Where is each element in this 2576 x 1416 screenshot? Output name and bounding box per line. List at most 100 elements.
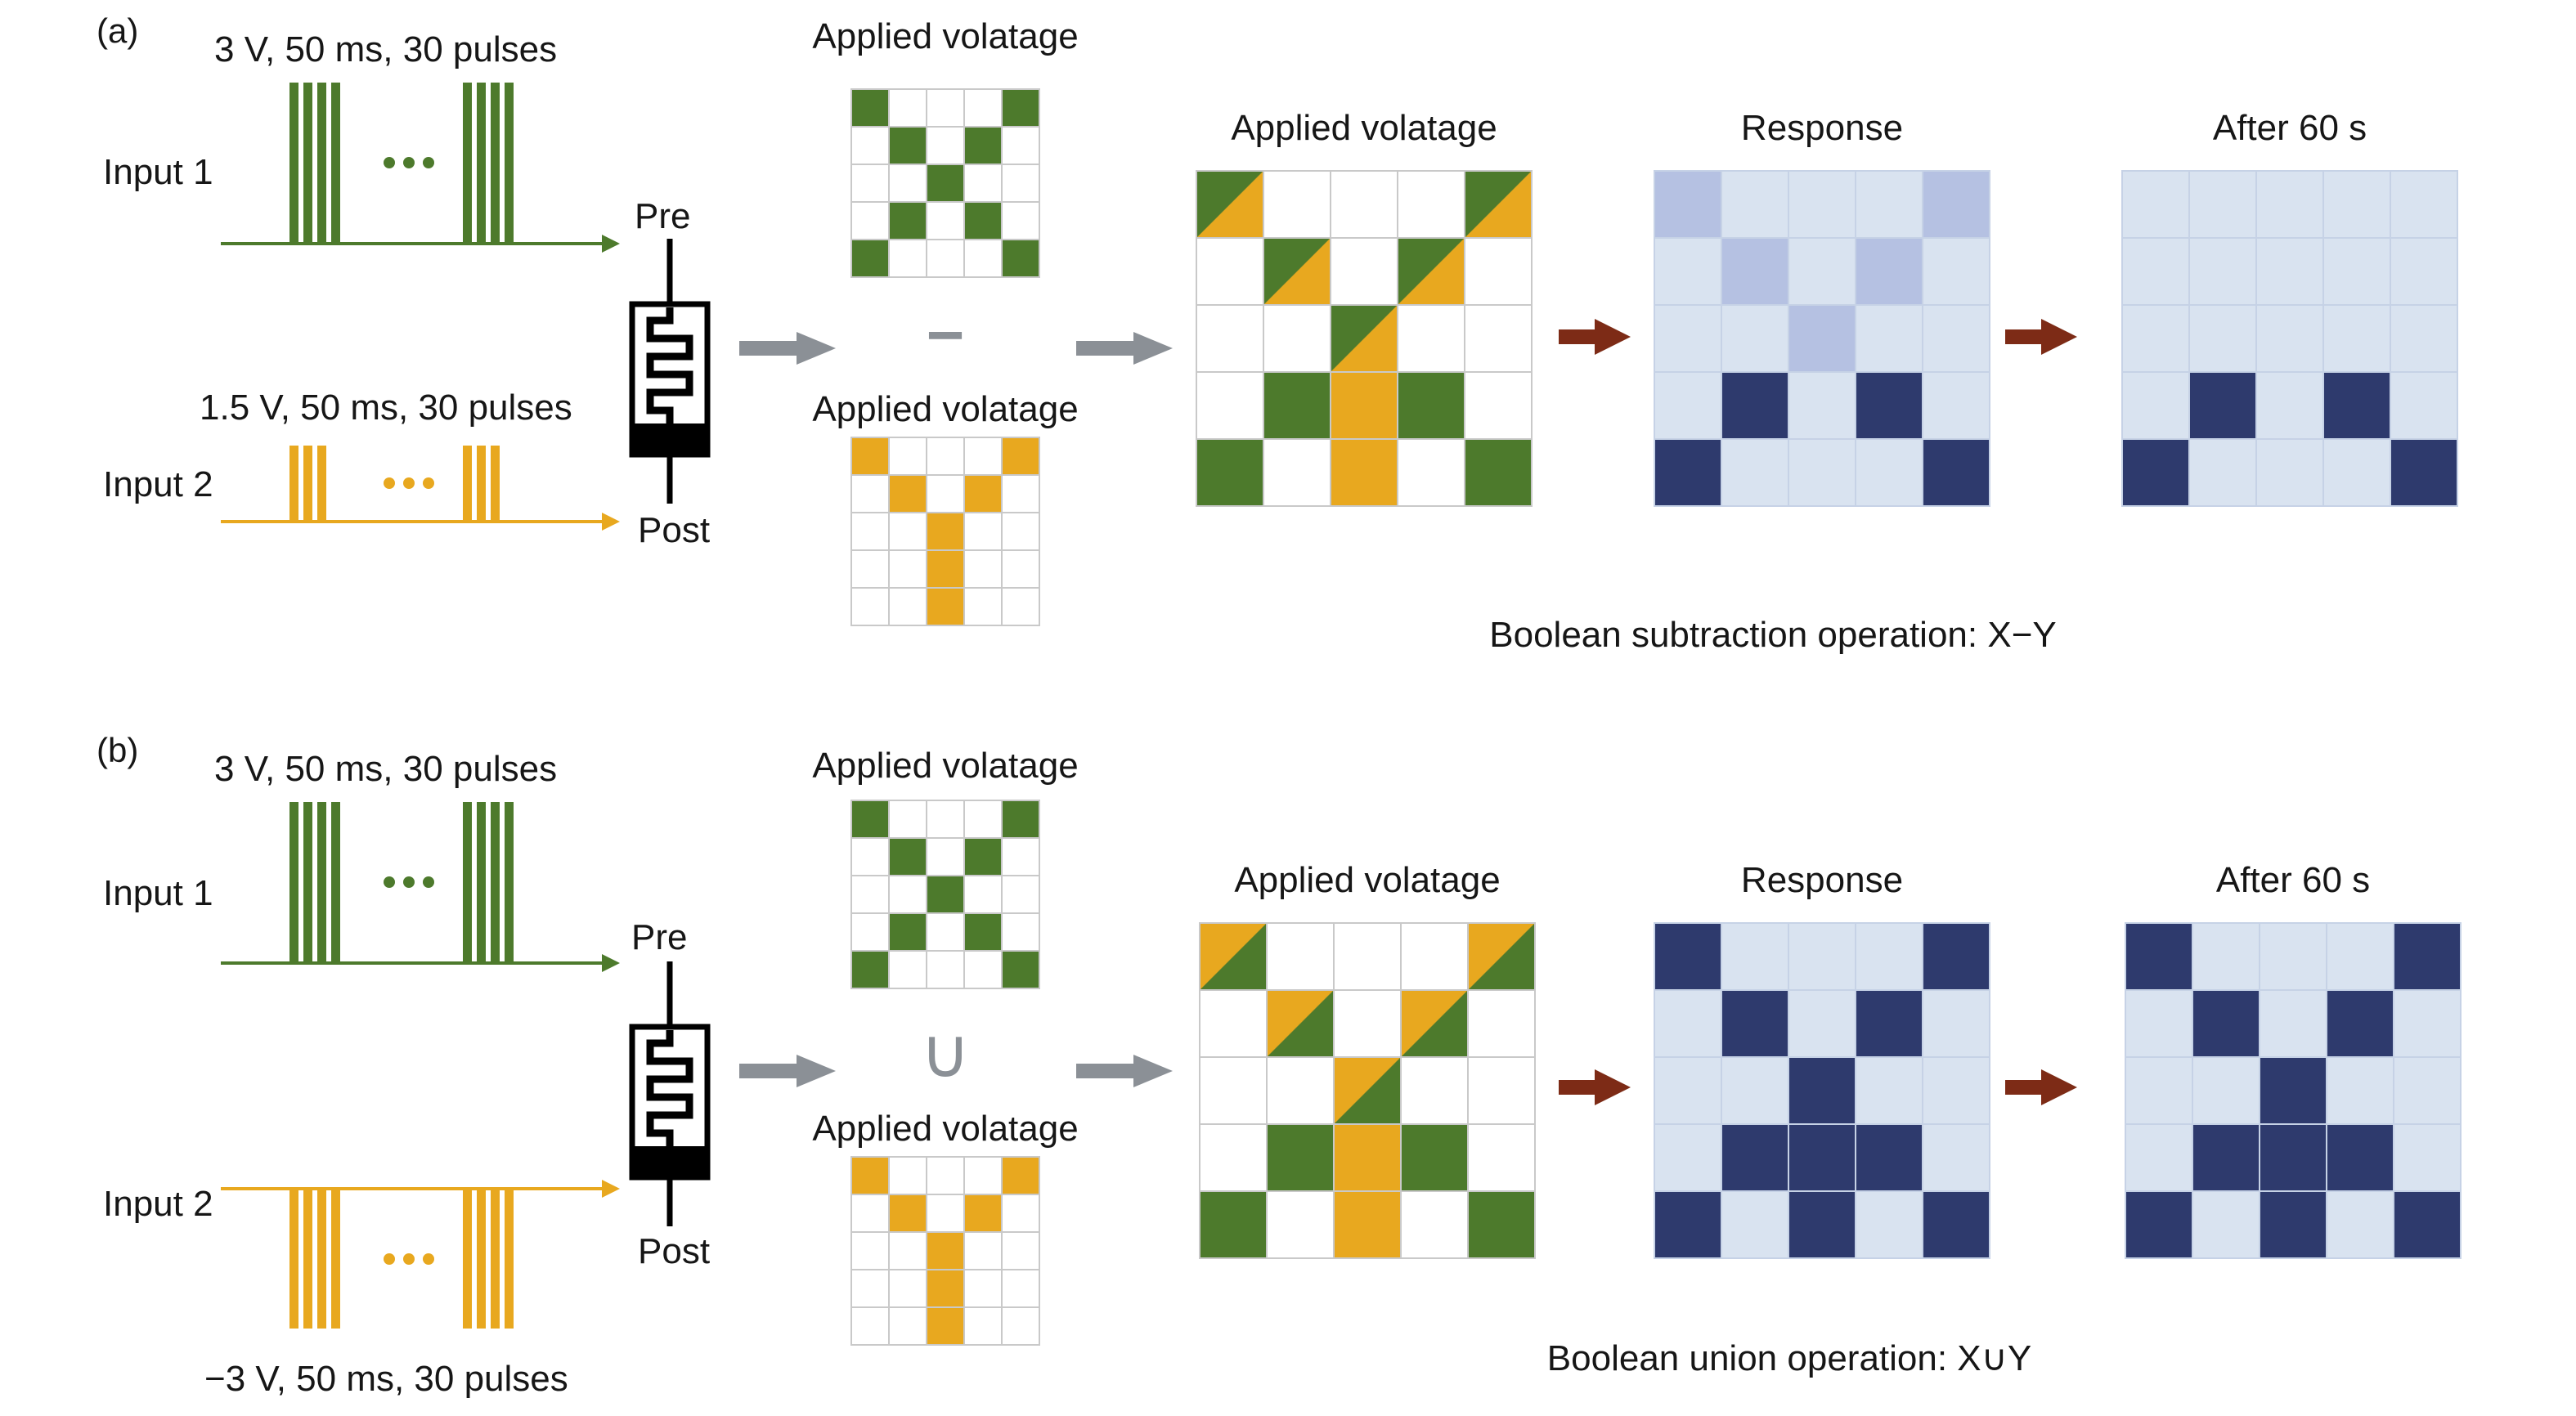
- grid-cell: [1402, 991, 1467, 1056]
- grid-cell: [852, 203, 888, 239]
- grid-cell: [1268, 1192, 1333, 1257]
- grid-cell: [927, 839, 963, 875]
- grid-cell: [1469, 1058, 1534, 1123]
- grid-cell: [1465, 373, 1531, 438]
- panel-b-tag: (b): [96, 731, 139, 769]
- grid-cell: [2260, 924, 2326, 989]
- pulse-bar: [303, 1190, 312, 1329]
- pulse-bar: [289, 802, 298, 962]
- grid-cell: [1197, 172, 1263, 237]
- grid-cell: [1003, 839, 1039, 875]
- grid-cell: [890, 914, 926, 950]
- x-pattern-grid: [850, 88, 1040, 278]
- pulse-bar: [505, 802, 514, 962]
- grid-cell: [1789, 991, 1855, 1056]
- y-pattern-grid: [850, 437, 1040, 626]
- after-60s-title: After 60 s: [2215, 860, 2371, 900]
- grid-cell: [890, 438, 926, 474]
- grid-cell: [927, 128, 963, 164]
- grid-cell: [1200, 1058, 1266, 1123]
- grid-cell: [890, 1195, 926, 1231]
- grid-cell: [1789, 239, 1855, 304]
- grid-cell: [1264, 440, 1330, 505]
- applied-voltage-title: Applied volatage: [812, 389, 1079, 429]
- grid-cell: [1789, 924, 1855, 989]
- grid-cell: [2394, 1058, 2460, 1123]
- grid-cell: [2324, 172, 2390, 237]
- grid-cell: [965, 551, 1001, 587]
- ellipsis-dot: [403, 876, 415, 888]
- grid-cell: [852, 589, 888, 625]
- ellipsis-dot: [423, 157, 434, 168]
- grid-cell: [1655, 373, 1721, 438]
- grid-cell: [2193, 1192, 2259, 1257]
- grid-cell: [1923, 1125, 1989, 1190]
- grid-cell: [1200, 1125, 1266, 1190]
- ellipsis-dot: [384, 477, 395, 489]
- grid-cell: [1335, 991, 1400, 1056]
- grid-cell: [927, 90, 963, 126]
- grid-cell: [1335, 1058, 1400, 1123]
- ellipsis-dot: [403, 157, 415, 168]
- grid-cell: [1200, 924, 1266, 989]
- input1-pulse-train: [221, 801, 620, 972]
- grid-cell: [1789, 440, 1855, 505]
- grid-cell: [1469, 991, 1534, 1056]
- input1-pulse-label: 3 V, 50 ms, 30 pulses: [214, 749, 558, 789]
- grid-cell: [1789, 1192, 1855, 1257]
- grid-cell: [1331, 306, 1397, 371]
- grid-cell: [927, 1195, 963, 1231]
- grid-cell: [2190, 440, 2255, 505]
- ellipsis-dot: [423, 876, 434, 888]
- grid-cell: [1789, 172, 1855, 237]
- ellipsis-dot: [384, 1253, 395, 1265]
- pulse-bar: [289, 446, 298, 521]
- grid-cell: [1655, 239, 1721, 304]
- grid-cell: [1335, 924, 1400, 989]
- grid-cell: [1655, 924, 1721, 989]
- grid-cell: [1003, 1195, 1039, 1231]
- grid-cell: [1856, 306, 1922, 371]
- grid-cell: [890, 839, 926, 875]
- grid-cell: [1923, 1192, 1989, 1257]
- grid-cell: [1722, 440, 1788, 505]
- grid-cell: [2260, 1058, 2326, 1123]
- grid-cell: [1923, 1058, 1989, 1123]
- grid-cell: [1200, 991, 1266, 1056]
- grid-cell: [2327, 991, 2393, 1056]
- pulse-bar: [463, 1190, 472, 1329]
- grid-cell: [1722, 924, 1788, 989]
- grid-cell: [852, 914, 888, 950]
- grid-cell: [965, 952, 1001, 988]
- ellipsis-dot: [384, 876, 395, 888]
- grid-cell: [1465, 172, 1531, 237]
- grid-cell: [852, 476, 888, 512]
- combined-voltage-grid: [1199, 922, 1536, 1259]
- grid-cell: [1722, 239, 1788, 304]
- grid-cell: [1722, 306, 1788, 371]
- pulse-baseline: [221, 961, 605, 965]
- pulse-bar: [331, 1190, 340, 1329]
- arrow-right-icon: [739, 1055, 836, 1087]
- grid-cell: [1003, 952, 1039, 988]
- pulse-bar: [317, 446, 326, 521]
- grid-cell: [2260, 1192, 2326, 1257]
- after-60s-title: After 60 s: [2212, 108, 2367, 148]
- grid-cell: [1402, 1058, 1467, 1123]
- input2-label: Input 2: [103, 1184, 213, 1224]
- grid-cell: [2123, 373, 2188, 438]
- grid-cell: [1923, 239, 1989, 304]
- y-pattern-grid: [850, 1156, 1040, 1346]
- grid-cell: [2126, 1058, 2192, 1123]
- arrow-right-icon: [1559, 1069, 1631, 1105]
- grid-cell: [1331, 373, 1397, 438]
- input2-pulse-train: [221, 445, 620, 531]
- grid-cell: [1402, 1125, 1467, 1190]
- pulse-bar: [303, 446, 312, 521]
- grid-cell: [1268, 924, 1333, 989]
- grid-cell: [927, 914, 963, 950]
- pulse-arrowhead: [602, 235, 620, 253]
- grid-cell: [852, 128, 888, 164]
- grid-cell: [965, 839, 1001, 875]
- grid-cell: [1003, 1158, 1039, 1194]
